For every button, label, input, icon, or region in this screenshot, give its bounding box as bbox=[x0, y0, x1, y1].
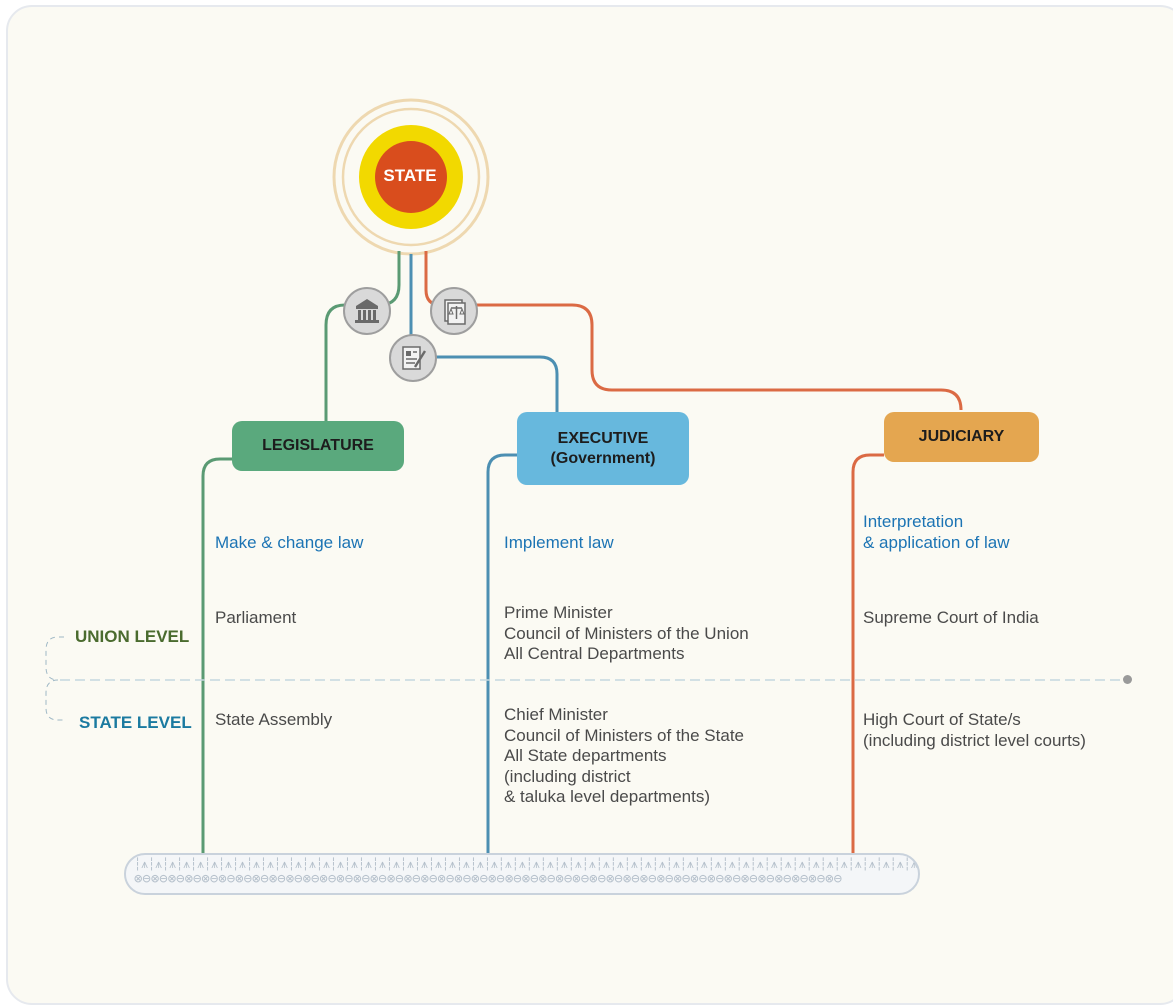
divider-end-dot bbox=[1123, 675, 1132, 684]
state-level-label: STATE LEVEL bbox=[79, 713, 192, 732]
document-pen-icon bbox=[389, 334, 437, 382]
diagram-canvas bbox=[6, 5, 1173, 1005]
executive-role: Implement law bbox=[504, 533, 614, 552]
executive-subtitle: (Government) bbox=[550, 449, 656, 467]
judiciary-union-entry: Supreme Court of India bbox=[863, 608, 1039, 627]
legislature-title: LEGISLATURE bbox=[262, 437, 374, 454]
legislature-trunk bbox=[201, 457, 232, 853]
parliament-building-icon bbox=[343, 287, 391, 335]
executive-title: EXECUTIVE bbox=[557, 429, 649, 447]
union-level-label: UNION LEVEL bbox=[75, 627, 190, 646]
executive-box: EXECUTIVE (Government) bbox=[517, 412, 689, 485]
judiciary-title: JUDICIARY bbox=[918, 428, 1005, 445]
union-bracket bbox=[45, 636, 64, 681]
legislature-box: LEGISLATURE bbox=[232, 421, 404, 471]
judiciary-role: Interpretation & application of law bbox=[863, 512, 1010, 552]
judiciary-state-entry: High Court of State/s (including distric… bbox=[863, 710, 1086, 750]
scales-of-justice-icon bbox=[430, 287, 478, 335]
middle-ring bbox=[341, 107, 481, 247]
state-bracket bbox=[45, 679, 64, 721]
judiciary-connector bbox=[424, 251, 963, 411]
executive-trunk bbox=[486, 453, 517, 853]
executive-state-entry: Chief Minister Council of Ministers of t… bbox=[504, 705, 745, 806]
legislature-role: Make & change law bbox=[215, 533, 364, 552]
state-core bbox=[375, 141, 447, 213]
band-pattern: ┆⩚┆⩚┆⩚┆⩚┆⩚┆⩚┆⩚┆⩚┆⩚┆⩚┆⩚┆⩚┆⩚┆⩚┆⩚┆⩚┆⩚┆⩚┆⩚┆⩚… bbox=[134, 857, 918, 887]
legislature-connector bbox=[324, 251, 401, 421]
legislature-union-entry: Parliament bbox=[215, 608, 297, 627]
decorative-base-band: ┆⩚┆⩚┆⩚┆⩚┆⩚┆⩚┆⩚┆⩚┆⩚┆⩚┆⩚┆⩚┆⩚┆⩚┆⩚┆⩚┆⩚┆⩚┆⩚┆⩚… bbox=[124, 853, 920, 895]
state-label: STATE bbox=[383, 166, 437, 185]
legislature-state-entry: State Assembly bbox=[215, 710, 333, 729]
judiciary-box: JUDICIARY bbox=[884, 412, 1039, 462]
judiciary-trunk bbox=[851, 453, 884, 853]
executive-connector bbox=[409, 254, 559, 412]
executive-union-entry: Prime Minister Council of Ministers of t… bbox=[504, 603, 749, 663]
